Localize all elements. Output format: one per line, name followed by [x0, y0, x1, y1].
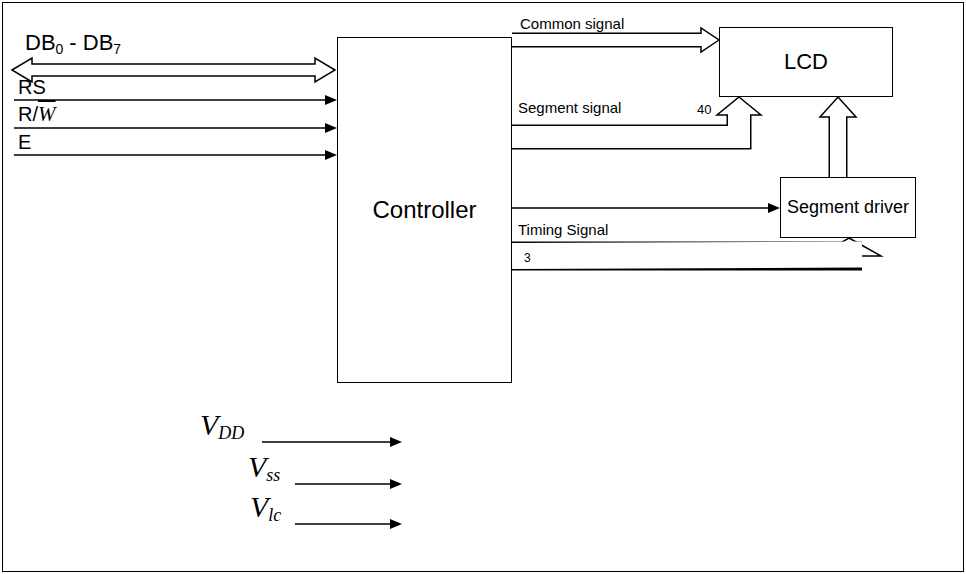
subscript-text: DD [218, 423, 244, 443]
signal-label-group: R/W [18, 104, 56, 125]
signal-name: W [38, 102, 56, 126]
connector-label: Segment signal [518, 100, 621, 117]
supply-wire [262, 441, 391, 443]
subscript-text: 7 [113, 41, 121, 57]
bus-fill [512, 34, 703, 46]
block-box: LCD [719, 27, 893, 97]
arrow-head [325, 123, 337, 133]
block-box: Segment driver [780, 177, 916, 238]
connector-label: Common signal [520, 16, 624, 33]
signal-line [512, 207, 768, 209]
block-title: Segment driver [787, 197, 909, 218]
hollow-arrow-head [701, 28, 719, 52]
supply-wire [295, 483, 391, 485]
data-bus-arrow [12, 58, 335, 82]
signal-label-group: 40 [697, 101, 711, 117]
signal-label-group: DB0 - DB7 [25, 32, 121, 56]
arrow-head [390, 437, 402, 447]
bus-fill [512, 255, 862, 257]
hollow-arrow-head [820, 97, 856, 117]
bus-fill [830, 116, 846, 178]
signal-wire [14, 127, 326, 129]
signal-connector [820, 97, 856, 177]
signal-wire [14, 99, 326, 101]
arrow-head [390, 519, 402, 529]
signal-name: V [248, 450, 266, 483]
block-title: Controller [372, 196, 476, 224]
signal-connector [512, 97, 761, 137]
signal-label-group: Vlc [250, 492, 281, 524]
signal-label-group: 3 [524, 249, 531, 265]
subscript-text: ss [266, 465, 280, 485]
signal-name: R/ [18, 103, 38, 125]
arrow-head [768, 203, 780, 213]
connector-label: Timing Signal [518, 222, 608, 239]
subscript-text: 0 [56, 41, 64, 57]
subscript-text: lc [268, 505, 281, 525]
signal-name: V [200, 408, 218, 441]
signal-name: 3 [524, 251, 531, 265]
arrow-head [325, 95, 337, 105]
signal-name: 40 [697, 102, 711, 117]
hollow-arrow-head [717, 97, 761, 115]
arrow-head [390, 479, 402, 489]
signal-name: RS [18, 76, 46, 98]
signal-label-group: E [18, 132, 31, 152]
bus-fill [512, 114, 739, 138]
signal-name: E [18, 131, 31, 153]
block-box: Controller [337, 37, 512, 383]
signal-label-group: Vss [248, 452, 280, 484]
signal-wire [14, 154, 326, 156]
frame-border [3, 3, 964, 572]
signal-name: DB [25, 30, 56, 55]
signal-name: - DB [69, 30, 113, 55]
signal-label-group: RS [18, 77, 46, 97]
arrow-head [325, 150, 337, 160]
bus-outline [512, 242, 862, 271]
signal-label-group: VDD [200, 410, 244, 442]
signal-name: V [250, 490, 268, 523]
block-title: LCD [784, 49, 828, 74]
signal-connector [512, 203, 780, 213]
signal-connector [512, 238, 881, 256]
supply-wire [295, 523, 391, 525]
